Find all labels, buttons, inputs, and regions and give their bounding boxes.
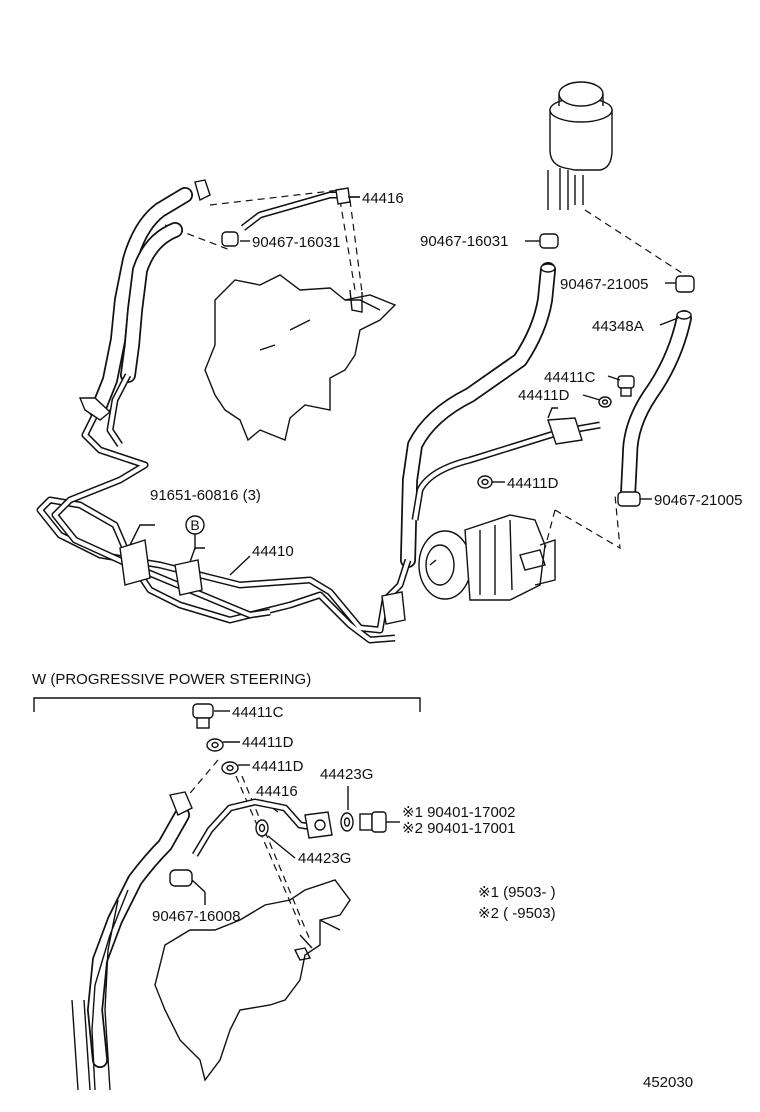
note-2: ※2 ( -9503)	[478, 905, 556, 922]
return-hose	[400, 262, 556, 568]
label-44423g-lower: 44423G	[298, 850, 351, 867]
hose-44348a	[620, 310, 692, 503]
engine-outline-lower	[154, 879, 351, 1082]
label-44348a: 44348A	[592, 318, 644, 335]
reservoir-tank	[547, 81, 613, 210]
engine-outline-upper	[204, 274, 397, 442]
label-90401-17002: ※1 90401-17002	[402, 804, 516, 821]
note-1: ※1 (9503- )	[478, 884, 556, 901]
clip-90467-16031-right	[525, 233, 559, 249]
label-90467-16031-left: 90467-16031	[252, 234, 340, 251]
section-title: W (PROGRESSIVE POWER STEERING)	[32, 671, 311, 688]
gasket-44423g-upper	[340, 812, 354, 832]
label-90467-21005-lower: 90467-21005	[654, 492, 742, 509]
gasket-44423g-lower	[255, 819, 296, 859]
label-90467-21005-top: 90467-21005	[560, 276, 648, 293]
clip-90467-16008	[169, 869, 206, 905]
union-bolt-44411c	[617, 375, 635, 397]
label-lower-44416: 44416	[256, 783, 298, 800]
label-lower-44411d-a: 44411D	[242, 734, 294, 751]
diagram-code: 452030	[643, 1074, 693, 1091]
label-44411d-upper: 44411D	[518, 387, 570, 404]
bolt-mark-b-label: B	[190, 517, 199, 533]
label-44411d-lower: 44411D	[507, 475, 559, 492]
gasket-44411d-upper	[598, 396, 612, 408]
gasket-44411d-lower	[477, 475, 505, 489]
union-bolt-44411c-lower	[192, 703, 230, 729]
label-91651-60816: 91651-60816 (3)	[150, 487, 261, 504]
gasket-44411d-lower-a	[206, 738, 240, 752]
leader-lines-upper	[164, 189, 686, 550]
label-44423g-upper: 44423G	[320, 766, 373, 783]
lower-hoses	[71, 791, 193, 1091]
label-lower-44411d-b: 44411D	[252, 758, 304, 775]
label-44411c: 44411C	[544, 369, 596, 386]
steering-tube-44410	[36, 373, 412, 644]
label-90467-16031-right: 90467-16031	[420, 233, 508, 250]
label-90467-16008: 90467-16008	[152, 908, 240, 925]
clip-90467-21005-lower	[617, 491, 652, 507]
label-lower-44411c: 44411C	[232, 704, 284, 721]
union-bolt-90401	[359, 811, 400, 833]
pressure-tube-44416	[240, 187, 360, 231]
pressure-tube-to-pump	[411, 407, 601, 521]
power-steering-pump	[418, 514, 556, 601]
clip-90467-16031-left	[221, 231, 250, 247]
clip-90467-21005-top	[675, 275, 695, 293]
bolt-mark-b: B	[185, 515, 205, 550]
gasket-44411d-lower-b	[221, 761, 250, 775]
label-90401-17001: ※2 90401-17001	[402, 820, 516, 837]
section-bracket	[33, 697, 421, 712]
pressure-tube-44416-lower	[191, 798, 333, 857]
label-44416: 44416	[362, 190, 404, 207]
left-hoses	[89, 179, 211, 421]
label-44410: 44410	[252, 543, 294, 560]
